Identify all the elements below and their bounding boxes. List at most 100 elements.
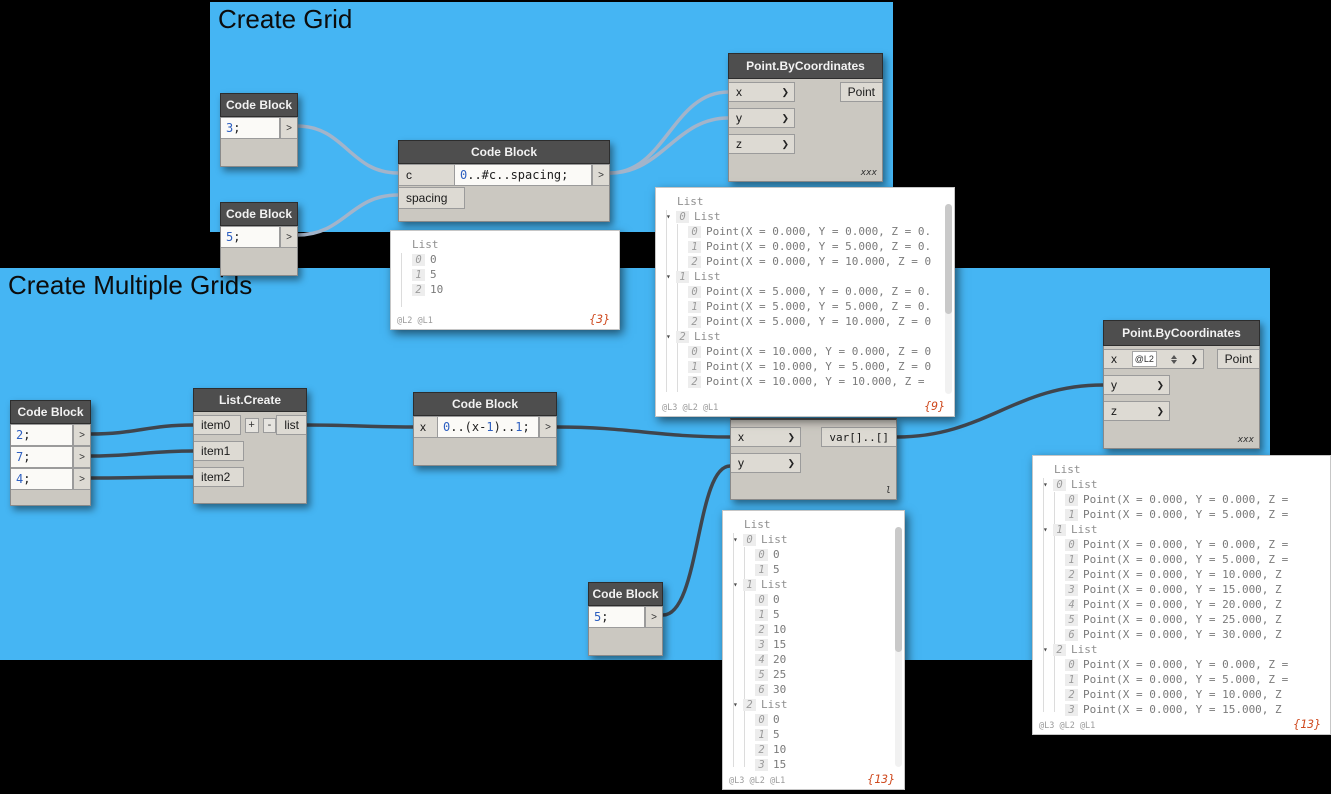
code-number: 5 (594, 610, 602, 624)
list-value: 25 (773, 668, 787, 681)
code-editor[interactable]: 5; (589, 606, 645, 628)
wire[interactable] (661, 464, 732, 617)
input-port-z[interactable]: z❯ (729, 134, 795, 154)
var-output-node[interactable]: x❯ var[]..[] y❯ l (730, 418, 897, 500)
code-editor[interactable]: 2; (11, 424, 73, 446)
input-port-x[interactable]: x❯ (731, 427, 801, 447)
output-port-var[interactable]: var[]..[] (821, 427, 896, 447)
output-port-point[interactable]: Point (1216, 349, 1259, 369)
collapse-arrow-icon[interactable]: ▾ (1043, 645, 1048, 654)
input-port-spacing[interactable]: spacing (399, 187, 465, 209)
collapse-arrow-icon[interactable]: ▾ (733, 580, 738, 589)
input-port-y[interactable]: y❯ (729, 108, 795, 128)
output-port-list[interactable]: list (276, 415, 306, 435)
node-title[interactable]: Point.ByCoordinates (1103, 320, 1260, 346)
list-row: 3 15 (729, 757, 892, 771)
output-port[interactable]: > (645, 606, 662, 628)
collapse-arrow-icon[interactable]: ▾ (733, 535, 738, 544)
port-label: Point (1224, 352, 1252, 366)
point-bycoordinates-node[interactable]: Point.ByCoordinates x❯ Point y❯ z❯ xxx (728, 53, 883, 182)
wire[interactable] (305, 423, 415, 429)
input-port-x[interactable]: x @L2 ❯ (1104, 349, 1204, 369)
output-port[interactable]: > (280, 226, 297, 248)
node-title[interactable]: Code Block (398, 140, 610, 164)
list-preview-panel: List 0 0 1 5 2 10 @L2 @L1 {3} (390, 230, 620, 330)
node-title[interactable]: List.Create (193, 388, 307, 412)
input-port-z[interactable]: z❯ (1104, 401, 1170, 421)
wire[interactable] (89, 449, 195, 458)
scrollbar-thumb[interactable] (945, 204, 952, 315)
wire[interactable] (608, 116, 730, 175)
input-port-x[interactable]: x (414, 416, 438, 438)
add-input-button[interactable]: + (244, 417, 259, 433)
wire[interactable] (89, 423, 195, 436)
wire[interactable] (555, 425, 732, 439)
collapse-arrow-icon[interactable]: ▾ (666, 212, 671, 221)
node-title[interactable]: Code Block (220, 93, 298, 117)
code-block-node[interactable]: Code Block 3; > (220, 93, 298, 167)
list-value: 10 (773, 623, 787, 636)
collapse-arrow-icon[interactable]: ▾ (666, 272, 671, 281)
scrollbar-track[interactable] (895, 527, 902, 767)
code-editor[interactable]: 0..(x-1)..1; (438, 416, 539, 438)
code-block-range-node[interactable]: Code Block x 0..(x-1)..1; > (413, 392, 557, 466)
node-title[interactable]: Code Block (220, 202, 298, 226)
code-editor[interactable]: 5; (221, 226, 280, 248)
node-title[interactable]: Code Block (588, 582, 663, 606)
group-title[interactable]: Create Multiple Grids (8, 270, 253, 300)
wire[interactable] (295, 124, 400, 175)
wire[interactable] (295, 193, 400, 237)
input-port-item0[interactable]: item0 (194, 415, 241, 435)
output-port[interactable]: > (73, 446, 90, 468)
input-port-y[interactable]: y❯ (1104, 375, 1170, 395)
node-title[interactable]: Point.ByCoordinates (728, 53, 883, 79)
output-port[interactable]: > (592, 164, 609, 186)
code-editor[interactable]: 7; (11, 446, 73, 468)
code-block-node[interactable]: Code Block 5; > (588, 582, 663, 656)
input-port-x[interactable]: x❯ (729, 82, 795, 102)
list-level-selector[interactable]: @L2 (1131, 351, 1157, 367)
list-value: Point(X = 0.000, Y = 10.000, Z = 0 (706, 255, 932, 268)
wire[interactable] (608, 90, 730, 175)
list-index: 3 (1065, 583, 1078, 596)
code-block-node[interactable]: Code Block 5; > (220, 202, 298, 276)
group-title[interactable]: Create Grid (218, 4, 353, 34)
wire[interactable] (895, 383, 1105, 439)
node-title[interactable]: Code Block (10, 400, 91, 424)
input-port-item2[interactable]: item2 (194, 467, 244, 487)
scrollbar-thumb[interactable] (895, 527, 902, 652)
collapse-arrow-icon[interactable]: ▾ (1043, 525, 1048, 534)
code-block-range-node[interactable]: Code Block c 0..#c..spacing; > spacing (398, 140, 610, 222)
list-index: 3 (755, 638, 768, 651)
collapse-arrow-icon[interactable]: ▾ (666, 332, 671, 341)
input-port-item1[interactable]: item1 (194, 441, 244, 461)
output-port[interactable]: > (73, 468, 90, 490)
input-port-y[interactable]: y❯ (731, 453, 801, 473)
code-editor[interactable]: 0..#c..spacing; (455, 164, 592, 186)
code-editor[interactable]: 3; (221, 117, 280, 139)
output-port-point[interactable]: Point (839, 82, 882, 102)
code-block-multivalue-node[interactable]: Code Block 2; > 7; > 4; > (10, 400, 91, 506)
list-row: 1 Point(X = 5.000, Y = 5.000, Z = 0. (662, 299, 942, 314)
input-port-c[interactable]: c (399, 164, 455, 186)
wire[interactable] (89, 475, 195, 480)
output-port[interactable]: > (539, 416, 556, 438)
code-editor[interactable]: 4; (11, 468, 73, 490)
list-create-node[interactable]: List.Create item0 + - list item1 item2 (193, 388, 307, 504)
list-value: 5 (773, 608, 780, 621)
code-text: ; (23, 428, 31, 442)
list-row: 5 Point(X = 0.000, Y = 25.000, Z (1039, 612, 1318, 627)
list-value: 30 (773, 683, 787, 696)
level-spinner-icon[interactable] (1170, 354, 1177, 364)
list-index: 0 (688, 345, 701, 358)
port-chevron-icon: ❯ (1156, 405, 1164, 416)
output-port[interactable]: > (73, 424, 90, 446)
collapse-arrow-icon[interactable]: ▾ (733, 700, 738, 709)
collapse-arrow-icon[interactable]: ▾ (1043, 480, 1048, 489)
point-bycoordinates-node[interactable]: Point.ByCoordinates x @L2 ❯ Point y❯ z❯ … (1103, 320, 1260, 449)
remove-input-button[interactable]: - (262, 417, 277, 433)
output-port[interactable]: > (280, 117, 297, 139)
scrollbar-track[interactable] (945, 204, 952, 394)
node-title[interactable]: Code Block (413, 392, 557, 416)
code-number: 0 (460, 168, 468, 182)
